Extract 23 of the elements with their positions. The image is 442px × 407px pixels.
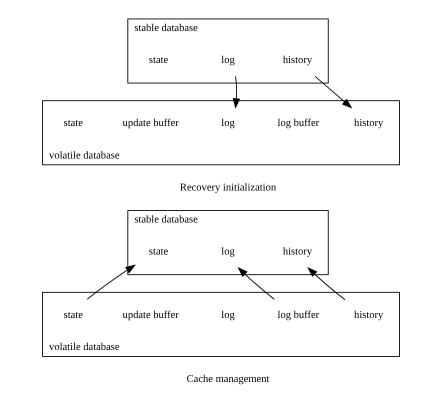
node-text: log [221, 54, 235, 66]
arrow [314, 76, 352, 108]
node-text: log [221, 310, 235, 321]
node-text: log [221, 118, 235, 130]
node-text: history [354, 310, 384, 321]
label: Recovery initialization [180, 182, 276, 194]
node-text: state [64, 118, 83, 130]
node-text: update buffer [122, 118, 179, 130]
node-text: update buffer [122, 310, 179, 321]
node-text: state [148, 246, 168, 258]
node-text: log buffer [278, 118, 320, 130]
node-text: log buffer [278, 310, 320, 321]
node-text: history [282, 246, 312, 258]
label: Cache management [186, 374, 270, 386]
node-text: state [64, 310, 83, 321]
node-text: history [282, 54, 312, 66]
node-text: log [221, 246, 235, 258]
node-text: history [354, 118, 384, 130]
arrow [232, 76, 240, 109]
arrow [86, 264, 136, 300]
arrow [238, 267, 275, 300]
arrow [307, 267, 346, 300]
node-text: state [148, 54, 168, 66]
